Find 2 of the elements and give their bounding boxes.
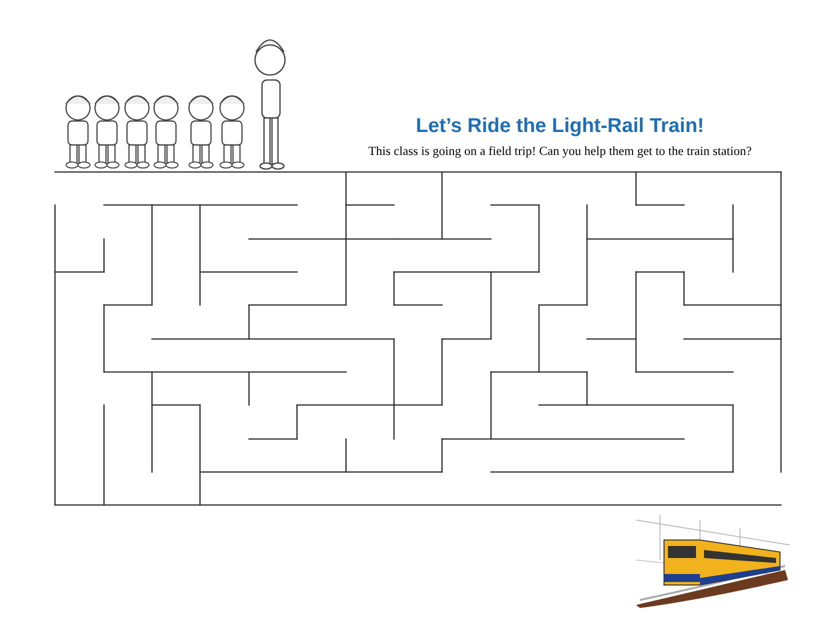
title: Let’s Ride the Light-Rail Train!: [416, 114, 704, 139]
instruction-text: This class is going on a field trip! Can you help them get to the train station?: [368, 143, 752, 160]
